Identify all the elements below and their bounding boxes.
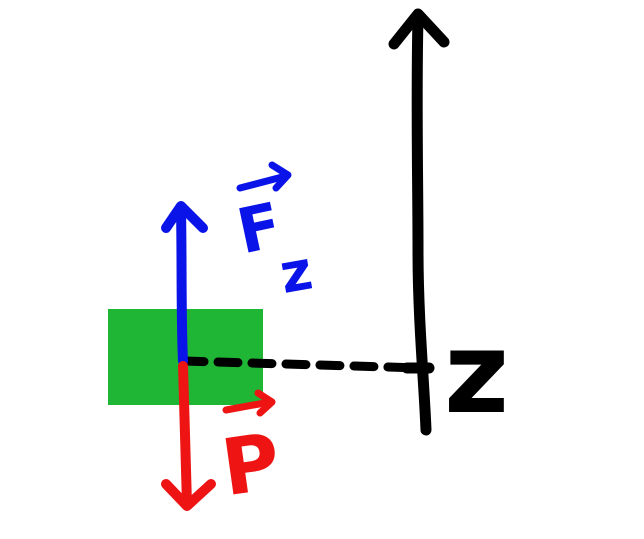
z-axis-arrowhead-icon xyxy=(388,8,450,50)
weight-label: P xyxy=(217,417,286,514)
z-axis-line xyxy=(411,12,432,436)
force-vector-arrowhead-icon xyxy=(161,201,208,233)
weight-label-vector-arrow-icon xyxy=(222,389,276,417)
force-vector-line xyxy=(176,205,188,366)
weight-vector-line xyxy=(178,361,192,510)
force-vector-fz xyxy=(161,201,208,366)
weight-vector-p xyxy=(161,361,216,511)
weight-vector-arrowhead-icon xyxy=(161,479,216,511)
force-label-vector-arrow-icon xyxy=(236,161,292,192)
z-axis-label: z xyxy=(444,309,509,439)
height-projection-dashed-line xyxy=(179,356,425,373)
force-label-subscript: z xyxy=(275,238,317,306)
